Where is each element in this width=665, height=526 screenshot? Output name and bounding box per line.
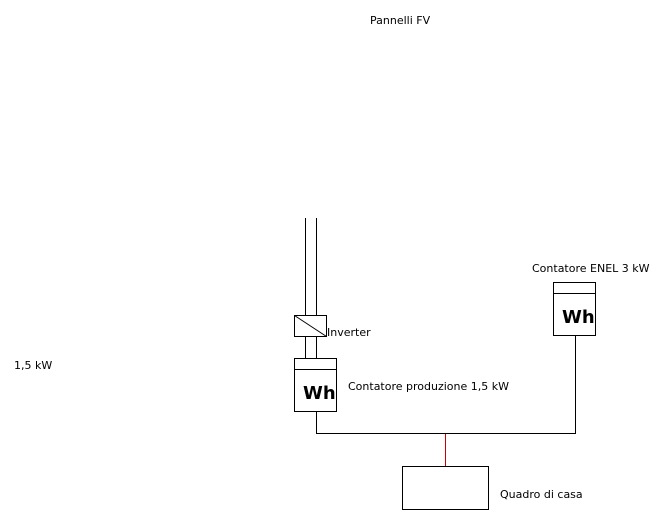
enel-meter-symbol: Wh (562, 307, 595, 328)
panels-label: Pannelli FV (370, 14, 431, 27)
house-panel-label: Quadro di casa (500, 488, 583, 501)
house-panel-box (402, 466, 489, 510)
inverter-label: Inverter (327, 326, 371, 339)
enel-meter-label: Contatore ENEL 3 kW (532, 262, 650, 275)
enel-meter: Wh (553, 282, 596, 336)
power-note-label: 1,5 kW (14, 359, 53, 372)
production-meter-symbol: Wh (303, 383, 336, 404)
production-meter: Wh (294, 358, 337, 412)
inverter-symbol (294, 315, 327, 337)
production-meter-label: Contatore produzione 1,5 kW (348, 380, 510, 393)
